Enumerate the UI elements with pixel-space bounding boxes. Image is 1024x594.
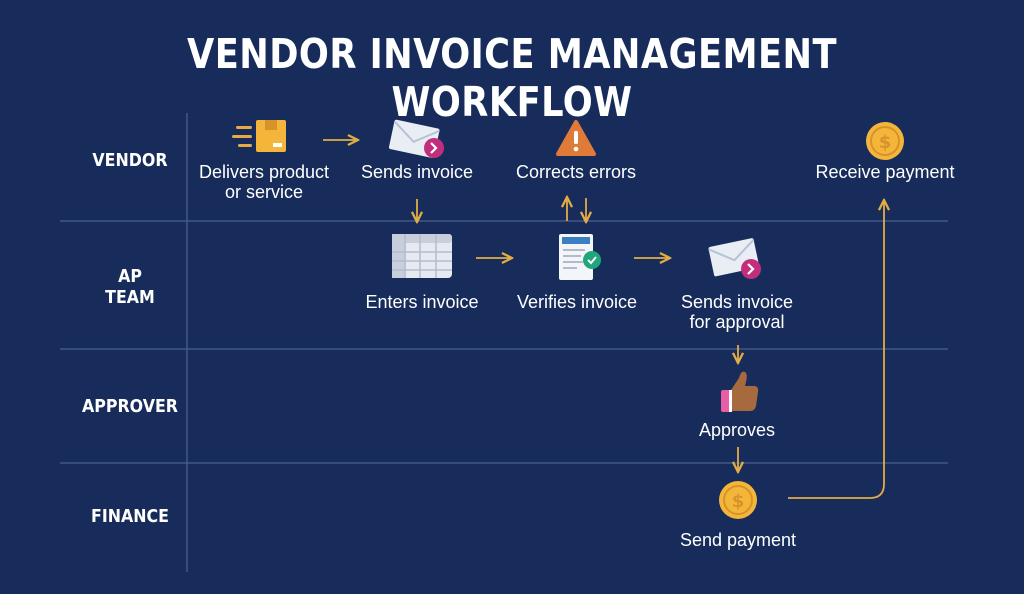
lane-label-vendor: VENDOR [92,150,168,171]
step-label: Corrects errors [515,162,636,182]
step-label: Receive payment [815,162,955,182]
step-label: Enters invoice [365,292,479,312]
arrow-send-to-receive-payment [788,200,884,499]
step-delivers-product: Delivers product or service [196,118,332,202]
envelope-icon [708,238,761,279]
lane-label-ap-team: AP TEAM [105,266,155,308]
step-verifies-invoice: Verifies invoice [510,232,644,312]
lane-label-finance: FINANCE [91,506,169,527]
step-approves: Approves [680,368,794,440]
svg-text:$: $ [732,491,745,512]
envelope-icon [388,119,444,158]
dollar-coin-icon: $ [719,481,757,519]
step-label: Delivers product or service [198,162,330,202]
checked-document-icon [559,234,601,280]
page-title: VENDOR INVOICE MANAGEMENT WORKFLOW [187,30,837,126]
step-label: Approves [698,420,776,440]
thumbs-up-icon [721,371,759,412]
step-sends-for-approval: Sends invoice for approval [671,236,803,332]
step-label: Send payment [679,530,797,550]
step-label: Verifies invoice [516,292,638,312]
step-corrects-errors: Corrects errors [510,118,642,182]
delivery-box-icon [232,120,286,152]
warning-icon [556,120,596,156]
step-label: Sends invoice [360,162,474,182]
step-sends-invoice: Sends invoice [357,118,477,182]
spreadsheet-icon [392,234,452,278]
lane-label-approver: APPROVER [81,396,179,417]
step-enters-invoice: Enters invoice [357,232,487,312]
step-label: Sends invoice for approval [680,292,794,332]
svg-text:$: $ [879,132,892,153]
step-send-payment: $ Send payment [676,478,800,550]
dollar-coin-icon: $ [866,122,904,160]
step-receive-payment: $ Receive payment [815,118,955,182]
